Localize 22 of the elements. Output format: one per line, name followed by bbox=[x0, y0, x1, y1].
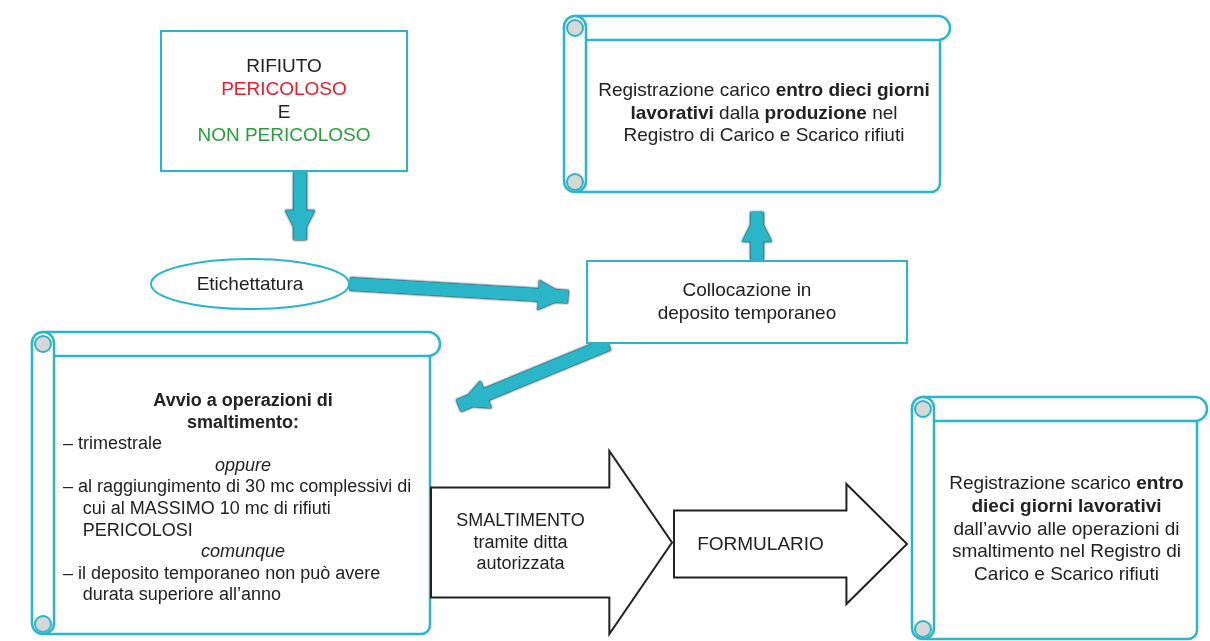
process-box bbox=[586, 260, 908, 344]
node-text: Collocazione in deposito temporaneo bbox=[656, 279, 838, 325]
node-text: NON PERICOLOSO bbox=[197, 123, 371, 147]
node-text: – il deposito temporaneo non può avere durata superiore all’anno bbox=[63, 562, 382, 606]
node-text: FORMULARIO bbox=[697, 532, 824, 556]
node-text: SMALTIMENTO tramite ditta autorizzata bbox=[455, 510, 586, 575]
node-text: Avvio a operazioni di smaltimento: bbox=[153, 390, 333, 434]
node-text: – trimestrale bbox=[63, 433, 164, 455]
node-text: oppure bbox=[214, 454, 272, 477]
arrow bbox=[349, 277, 569, 310]
process-box bbox=[160, 30, 408, 172]
block-arrow bbox=[673, 481, 909, 607]
node-text: Registrazione scarico entro dieci giorni lavorativi dall’avvio alle operazioni di smaltimento nel Registro di Carico e Scarico rifiuti bbox=[948, 472, 1185, 586]
block-arrow bbox=[430, 447, 674, 638]
arrow bbox=[285, 172, 315, 241]
node-text: Etichettatura bbox=[196, 272, 304, 296]
node-text: Registrazione carico entro dieci giorni lavorativi dalla produzione nel Registro di Carico e Scarico rifiuti bbox=[597, 78, 931, 148]
node-text: E bbox=[277, 101, 291, 124]
node-text: comunque bbox=[200, 541, 286, 563]
node-text: PERICOLOSO bbox=[221, 78, 347, 101]
node-text: RIFIUTO bbox=[246, 55, 322, 79]
arrow bbox=[742, 211, 772, 260]
